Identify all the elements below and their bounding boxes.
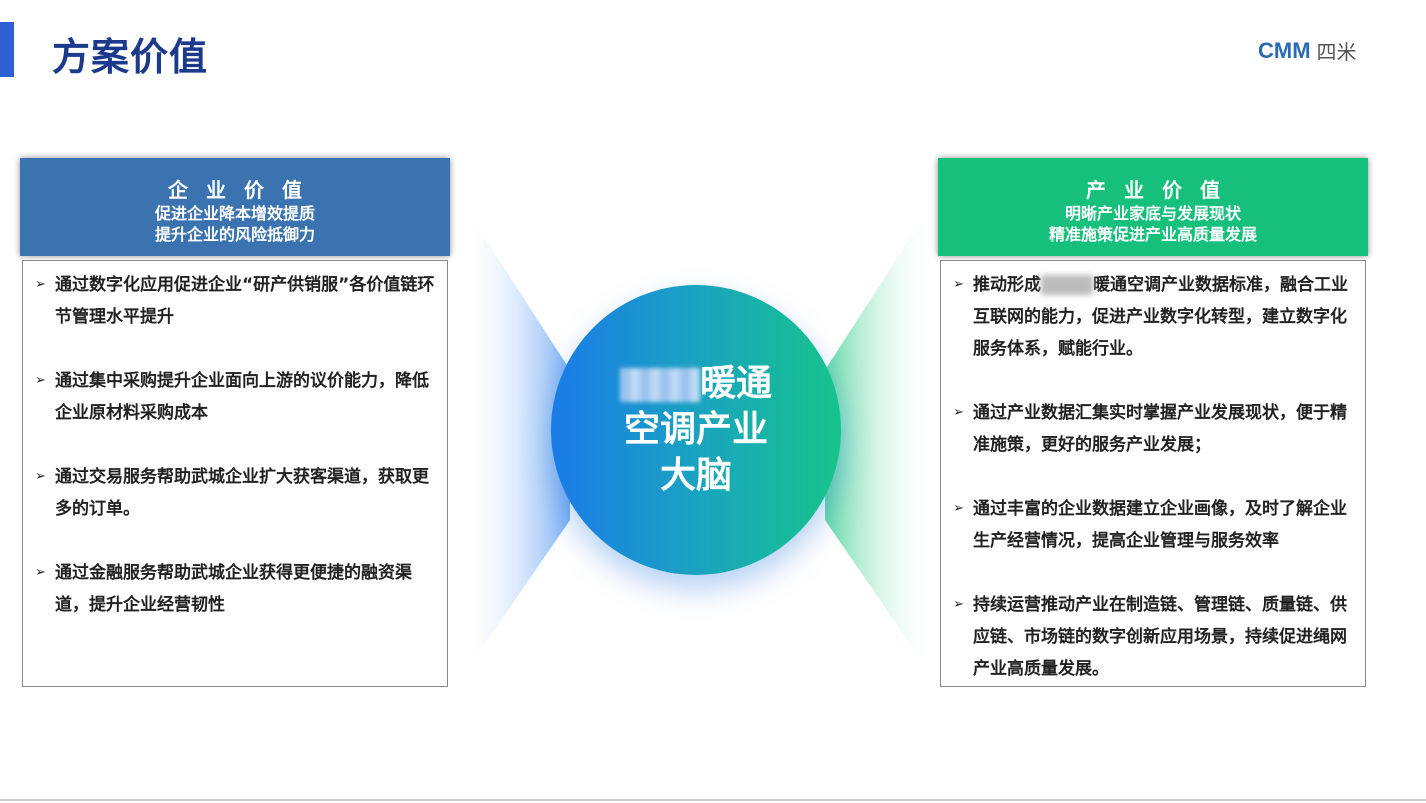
industry-value-sub2: 精准施策促进产业高质量发展 — [1048, 225, 1257, 244]
list-item: ➢ 通过产业数据汇集实时掌握产业发展现状，便于精准施策，更好的服务产业发展； — [953, 397, 1357, 461]
redacted-region — [619, 368, 700, 402]
item-text: 通过金融服务帮助武城企业获得更便捷的融资渠道，提升企业经营韧性 — [55, 563, 412, 615]
item-text: 通过交易服务帮助武城企业扩大获客渠道，获取更多的订单。 — [55, 467, 429, 519]
industry-value-list: ➢ 推动形成暖通空调产业数据标准，融合工业互联网的能力，促进产业数字化转型，建立数… — [940, 260, 1366, 687]
arrow-bullet-icon: ➢ — [35, 565, 46, 580]
enterprise-value-sub1: 促进企业降本增效提质 — [154, 204, 315, 223]
industry-value-header: 产业价值 明晰产业家底与发展现状 精准施策促进产业高质量发展 — [938, 158, 1368, 256]
item-text-prefix: 推动形成 — [973, 275, 1041, 295]
list-item: ➢ 通过金融服务帮助武城企业获得更便捷的融资渠道，提升企业经营韧性 — [35, 557, 439, 621]
item-text: 通过集中采购提升企业面向上游的议价能力，降低企业原材料采购成本 — [55, 371, 429, 423]
arrow-bullet-icon: ➢ — [953, 405, 964, 420]
arrow-bullet-icon: ➢ — [35, 277, 46, 292]
enterprise-value-header: 企业价值 促进企业降本增效提质 提升企业的风险抵御力 — [20, 158, 450, 256]
list-item: ➢ 通过数字化应用促进企业“研产供销服”各价值链环节管理水平提升 — [35, 269, 439, 333]
page-title: 方案价值 — [52, 35, 209, 79]
bottom-divider — [0, 799, 1426, 801]
arrow-bullet-icon: ➢ — [953, 501, 964, 516]
list-item: ➢ 推动形成暖通空调产业数据标准，融合工业互联网的能力，促进产业数字化转型，建立数… — [953, 269, 1357, 365]
item-text: 通过产业数据汇集实时掌握产业发展现状，便于精准施策，更好的服务产业发展； — [973, 403, 1347, 455]
item-text: 持续运营推动产业在制造链、管理链、质量链、供应链、市场链的数字创新应用场景，持续… — [973, 595, 1347, 679]
list-item: ➢ 通过集中采购提升企业面向上游的议价能力，降低企业原材料采购成本 — [35, 365, 439, 429]
logo-text: 四米 — [1316, 40, 1357, 64]
arrow-bullet-icon: ➢ — [35, 469, 46, 484]
enterprise-value-heading: 企业价值 — [168, 178, 320, 202]
industry-value-heading: 产业价值 — [1086, 178, 1238, 202]
logo-mark: CMM — [1258, 37, 1311, 63]
item-text-suffix: 暖通空调产业数据标准，融合工业互联网的能力，促进产业数字化转型，建立数字化服务体… — [973, 275, 1348, 359]
logo: CMM 四米 — [1258, 36, 1357, 65]
left-light-beam — [460, 200, 570, 680]
center-line2: 空调产业 — [623, 409, 768, 450]
list-item: ➢ 通过丰富的企业数据建立企业画像，及时了解企业生产经营情况，提高企业管理与服务效… — [953, 493, 1357, 557]
enterprise-value-list: ➢ 通过数字化应用促进企业“研产供销服”各价值链环节管理水平提升 ➢ 通过集中采购提… — [22, 260, 448, 687]
arrow-bullet-icon: ➢ — [953, 597, 964, 612]
title-accent-bar — [0, 22, 14, 77]
arrow-bullet-icon: ➢ — [35, 373, 46, 388]
arrow-bullet-icon: ➢ — [953, 277, 964, 292]
center-line3: 大脑 — [659, 455, 732, 496]
list-item: ➢ 持续运营推动产业在制造链、管理链、质量链、供应链、市场链的数字创新应用场景，持… — [953, 589, 1357, 685]
item-text: 通过丰富的企业数据建立企业画像，及时了解企业生产经营情况，提高企业管理与服务效率 — [973, 499, 1347, 551]
center-line1: 暖通 — [699, 363, 772, 404]
list-item: ➢ 通过交易服务帮助武城企业扩大获客渠道，获取更多的订单。 — [35, 461, 439, 525]
center-circle: 暖通 空调产业 大脑 — [551, 285, 841, 575]
item-text: 通过数字化应用促进企业“研产供销服”各价值链环节管理水平提升 — [55, 275, 435, 327]
right-light-beam — [825, 200, 935, 680]
industry-value-sub1: 明晰产业家底与发展现状 — [1064, 204, 1241, 223]
enterprise-value-sub2: 提升企业的风险抵御力 — [154, 225, 315, 244]
redacted-region — [1041, 275, 1093, 295]
